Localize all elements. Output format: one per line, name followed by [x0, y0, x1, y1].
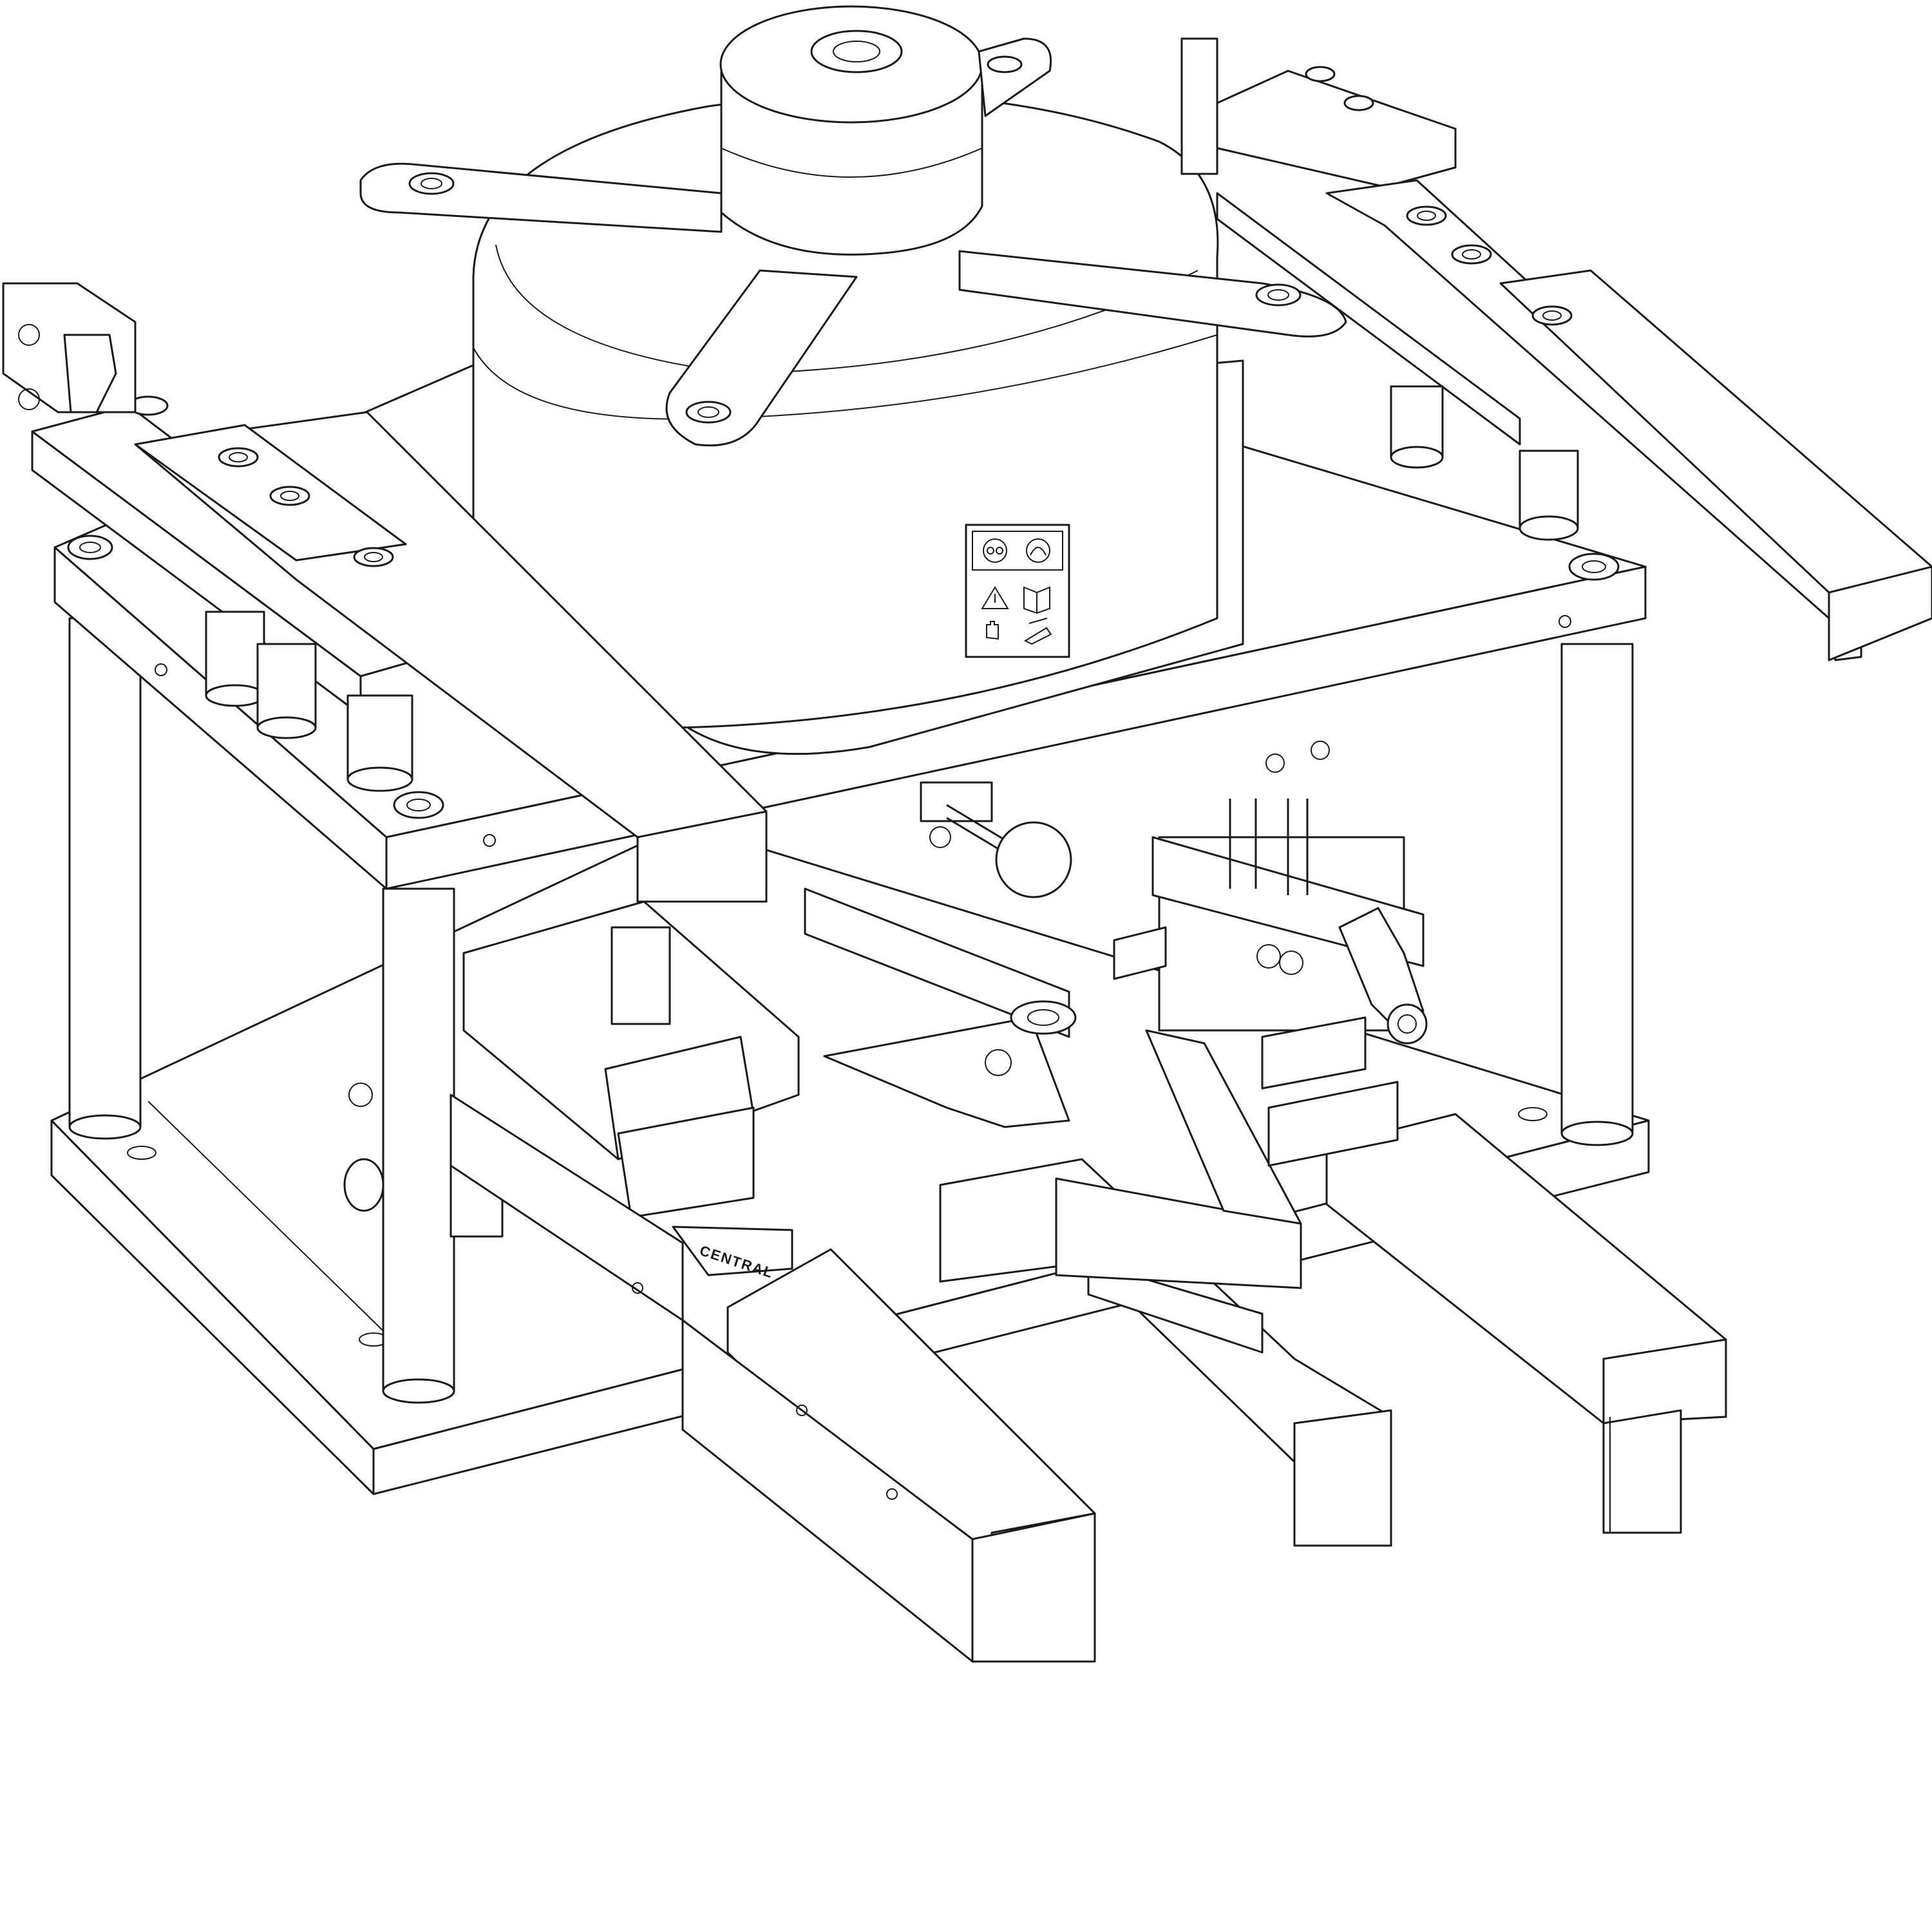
corner-screw-icon: [67, 535, 113, 560]
corner-screw-icon: [1568, 553, 1620, 581]
arm-screw-icon: [685, 401, 732, 424]
right-support-column: [1560, 643, 1634, 1146]
front-jaw-left: CENTRAL: [450, 1094, 1096, 1663]
rail-screw-icon: [1531, 305, 1573, 326]
arm-screw-icon: [987, 55, 1023, 73]
rail-screw-icon: [1406, 205, 1447, 226]
rail-screw-icon: [269, 486, 310, 506]
safety-goggles-icon: [983, 538, 1007, 563]
front-left-column: [382, 887, 455, 1404]
central-slide-mechanism: [462, 741, 1428, 1218]
manual-book-icon: [1023, 586, 1050, 614]
safety-sign-panel: [965, 524, 1070, 658]
left-gripper-rail: [2, 282, 768, 903]
central-label: CENTRAL: [672, 1226, 793, 1282]
front-jaw-center-right: [1055, 1029, 1302, 1289]
indexing-knob: [920, 781, 1072, 898]
ear-protection-icon: [1026, 538, 1050, 563]
rail-screw-icon: [1451, 244, 1492, 265]
left-cylinders: [205, 611, 413, 792]
front-jaw-right: [1267, 1081, 1727, 1534]
rail-screw-icon: [218, 447, 259, 468]
rail-screw-icon: [1343, 95, 1374, 111]
hand-hazard-icon: [986, 621, 999, 640]
arm-screw-icon: [1255, 283, 1302, 307]
arm-screw-icon: [408, 172, 455, 195]
right-gripper-rail: [1180, 37, 1932, 661]
rail-screw-icon: [1305, 66, 1336, 82]
corner-screw-icon: [393, 791, 444, 819]
glove-icon: [1023, 618, 1052, 645]
cam-lever-icon: [1338, 907, 1428, 1045]
rail-screw-icon: [353, 547, 394, 567]
left-support-column: [68, 617, 142, 1140]
warning-triangle-icon: [981, 586, 1009, 609]
